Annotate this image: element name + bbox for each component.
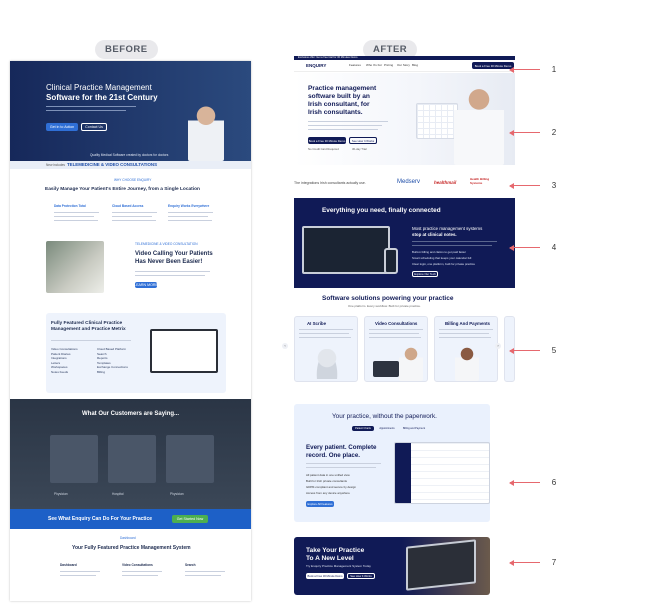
before-system-title: Your Fully Featured Practice Management … bbox=[72, 545, 191, 551]
before-hero: Clinical Practice Management Software fo… bbox=[10, 61, 251, 161]
after-hero-calendar bbox=[416, 103, 458, 139]
before-hero-primary-button[interactable]: Get in to Action bbox=[46, 123, 78, 131]
before-hero-caption: Quality Medical Software created by doct… bbox=[90, 153, 169, 157]
robot-illustration bbox=[315, 349, 339, 379]
marker-1: 1 bbox=[509, 65, 558, 74]
after-final-secondary-button[interactable]: See How It Works bbox=[347, 573, 375, 579]
after-trust-bar: The integrations Irish consultants actua… bbox=[294, 175, 515, 193]
medserv-logo: Medserv bbox=[397, 179, 421, 185]
doctor-photo bbox=[188, 103, 224, 161]
before-video-small: TELEMEDICINE & VIDEO CONSULTATION bbox=[135, 242, 198, 246]
after-paperwork: Your practice, without the paperwork. Pa… bbox=[294, 404, 490, 522]
before-why-title: Easily Manage Your Patient's Entire Jour… bbox=[45, 187, 200, 192]
before-why-small: WHY CHOOSE ENQUIRY bbox=[114, 178, 152, 182]
after-hero: Practice management software built by an… bbox=[294, 73, 515, 165]
after-logo[interactable]: ENQUIRY bbox=[306, 63, 327, 68]
before-video-photo bbox=[46, 241, 104, 293]
before-testimonials: What Our Customers are Saying... Physici… bbox=[10, 399, 251, 509]
before-why-card-3: Enquiry Works Everywhere bbox=[168, 204, 210, 208]
before-feature-laptop bbox=[150, 329, 218, 373]
carousel-next-icon[interactable]: › bbox=[495, 343, 501, 349]
before-hero-title-1: Clinical Practice Management bbox=[46, 83, 152, 92]
before-video-button[interactable]: LEARN MORE bbox=[134, 282, 158, 288]
carousel-prev-icon[interactable]: ‹ bbox=[282, 343, 288, 349]
after-hero-doctor bbox=[454, 83, 504, 165]
before-cta: See What Enquiry Can Do For Your Practic… bbox=[10, 509, 251, 529]
after-paperwork-screenshot bbox=[394, 442, 490, 504]
before-cta-button[interactable]: Get Started Now bbox=[172, 515, 208, 523]
after-final-cta: Take Your Practice To A New Level Try En… bbox=[294, 537, 490, 595]
after-connected-monitor bbox=[302, 226, 390, 274]
after-topbar: Exclusive offer: Get a free trial for 30… bbox=[294, 56, 515, 60]
after-final-primary-button[interactable]: Book a Free 30 Minute Demo bbox=[306, 573, 344, 579]
healthmail-logo: healthmail bbox=[434, 180, 457, 185]
after-connected-button[interactable]: Explore Our Tech bbox=[412, 271, 438, 277]
before-label: BEFORE bbox=[95, 40, 158, 59]
before-why-card-2: Cloud Based Access bbox=[112, 204, 144, 208]
tab-appointments[interactable]: Appointments bbox=[379, 427, 395, 430]
after-nav-cta-button[interactable]: Book a Free 30 Minute Demo bbox=[472, 62, 514, 69]
after-solutions-sub: One platform. Every workflow. Built for … bbox=[348, 304, 421, 308]
before-why-card-1: Data Protection Total bbox=[54, 204, 86, 208]
after-connected: Everything you need, finally connected M… bbox=[294, 198, 515, 288]
solution-card-billing[interactable]: Billing And Payments bbox=[434, 316, 498, 382]
before-ribbon: New includes TELEMEDICINE & VIDEO CONSUL… bbox=[10, 161, 251, 169]
after-label: AFTER bbox=[363, 40, 418, 59]
after-hero-primary-button[interactable]: Book a Free 30 Minute Demo bbox=[308, 137, 346, 144]
marker-5: 5 bbox=[509, 346, 558, 355]
before-video-title: Video Calling Your Patients Has Never Be… bbox=[135, 251, 213, 265]
after-paperwork-button[interactable]: Explore All Features bbox=[306, 501, 334, 507]
marker-2: 2 bbox=[509, 128, 558, 137]
before-page: Clinical Practice Management Software fo… bbox=[10, 61, 251, 601]
solution-card-ai-scribe[interactable]: AI Scribe bbox=[294, 316, 358, 382]
before-hero-secondary-button[interactable]: Contact Us bbox=[81, 123, 107, 131]
before-system-small: Dashboard bbox=[120, 536, 136, 540]
marker-4: 4 bbox=[509, 243, 558, 252]
health-billing-logo: Health Billing Systems bbox=[470, 177, 490, 185]
marker-3: 3 bbox=[509, 181, 558, 190]
after-navbar: ENQUIRY Features Who It's For Pricing Ou… bbox=[294, 60, 515, 72]
solution-card-video[interactable]: Video Consultations bbox=[364, 316, 428, 382]
marker-6: 6 bbox=[509, 478, 558, 487]
after-hero-secondary-button[interactable]: See How It Works bbox=[349, 137, 377, 144]
marker-7: 7 bbox=[509, 558, 558, 567]
after-solutions-title: Software solutions powering your practic… bbox=[322, 295, 454, 302]
after-page: Exclusive offer: Get a free trial for 30… bbox=[269, 56, 515, 601]
before-feature: Fully Featured Clinical Practice Managem… bbox=[46, 313, 226, 393]
after-final-laptop bbox=[406, 539, 476, 591]
tab-billing[interactable]: Billing and Payment bbox=[402, 427, 426, 430]
before-hero-title-2: Software for the 21st Century bbox=[46, 93, 158, 102]
tab-patient-charts[interactable]: Patient Charts bbox=[352, 426, 374, 431]
